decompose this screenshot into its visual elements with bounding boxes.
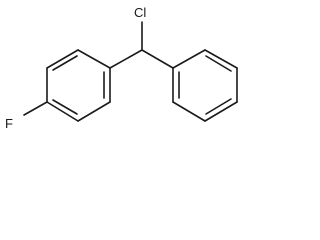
bond-left-ring-5	[46, 49, 79, 69]
bond-left-ring-2	[77, 101, 111, 122]
double-bond-left-ring-b	[52, 99, 78, 115]
bond-center-to-right-ring	[141, 49, 174, 69]
structure-canvas: Cl F	[0, 0, 254, 138]
molecule-structure: Cl F	[5, 5, 238, 131]
phenyl-ring	[172, 49, 238, 122]
bond-right-ring-5	[172, 101, 206, 122]
double-bond-right-ring-a	[205, 55, 232, 72]
bond-right-ring-4	[204, 101, 238, 122]
bond-right-ring-2	[204, 49, 238, 69]
fluorine-label: F	[5, 116, 13, 131]
bond-left-ring-3	[46, 101, 79, 122]
double-bond-left-ring-c	[52, 55, 78, 71]
fluorophenyl-ring	[46, 49, 111, 122]
double-bond-right-ring-b	[205, 98, 232, 115]
bond-left-ring-to-center	[109, 49, 143, 69]
bond-left-ring-6	[77, 49, 111, 69]
chlorine-label: Cl	[134, 5, 146, 20]
bond-ring-to-fluorine	[23, 101, 48, 116]
central-carbon-bonds	[109, 21, 174, 69]
bond-right-ring-1	[172, 49, 206, 69]
